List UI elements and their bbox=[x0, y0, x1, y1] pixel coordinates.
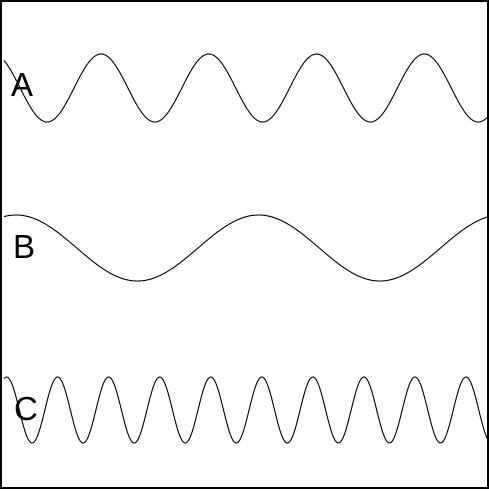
wave-group-b: B bbox=[3, 214, 489, 282]
wave-b-label: B bbox=[13, 228, 35, 265]
wave-a-label: A bbox=[11, 66, 33, 103]
wave-c-label: C bbox=[14, 390, 38, 427]
wave-group-c: C bbox=[3, 376, 489, 444]
wave-b-curve bbox=[3, 214, 489, 282]
wave-a-curve bbox=[3, 53, 489, 123]
wave-group-a: A bbox=[3, 53, 489, 123]
wave-c-curve bbox=[3, 376, 489, 444]
